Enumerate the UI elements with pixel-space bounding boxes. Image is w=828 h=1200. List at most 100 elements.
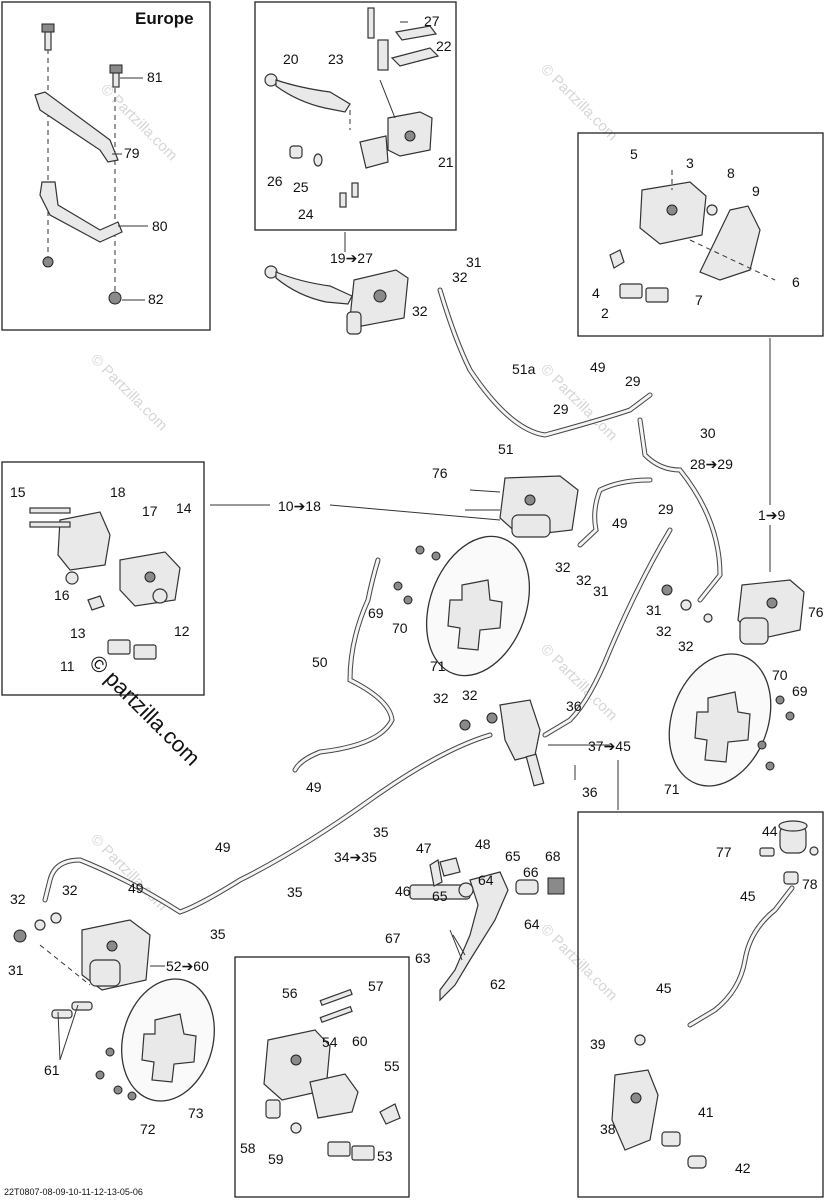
callout-9: 9 <box>752 183 760 199</box>
callout-73: 73 <box>188 1105 204 1121</box>
callout-48: 48 <box>475 836 491 852</box>
callout-37-45: 37➔45 <box>588 738 631 754</box>
front-right-brake-disc <box>668 653 795 787</box>
callout-81: 81 <box>147 69 163 85</box>
footer-code: 22T0807-08-09-10-11-12-13-05-06 <box>4 1187 143 1197</box>
callout-16: 16 <box>54 587 70 603</box>
front-left-caliper-assembled <box>465 475 579 538</box>
front-left-caliper-detail-parts <box>29 507 181 660</box>
callout-28-29: 28➔29 <box>690 456 733 472</box>
callout-23: 23 <box>328 51 344 67</box>
callout-45: 45 <box>656 980 672 996</box>
rear-brake-disc <box>51 978 215 1102</box>
region-title: Europe <box>135 9 194 28</box>
callout-31: 31 <box>593 583 609 599</box>
front-right-caliper-detail-box <box>577 132 824 337</box>
callout-58: 58 <box>240 1140 256 1156</box>
callout-32: 32 <box>10 891 26 907</box>
callout-19-27: 19➔27 <box>330 250 373 266</box>
callout-49: 49 <box>612 515 628 531</box>
callout-32: 32 <box>555 559 571 575</box>
callout-27: 27 <box>424 13 440 29</box>
front-right-caliper-detail-parts <box>609 170 776 303</box>
callout-5: 5 <box>630 146 638 162</box>
callout-52-60: 52➔60 <box>166 958 209 974</box>
callout-26: 26 <box>267 173 283 189</box>
callout-14: 14 <box>176 500 192 516</box>
callout-53: 53 <box>377 1148 393 1164</box>
callout-79: 79 <box>124 145 140 161</box>
callout-49: 49 <box>590 359 606 375</box>
callout-45: 45 <box>740 888 756 904</box>
callout-46: 46 <box>395 883 411 899</box>
callout-31: 31 <box>466 254 482 270</box>
callout-6: 6 <box>792 274 800 290</box>
callout-8: 8 <box>727 165 735 181</box>
callout-35: 35 <box>373 824 389 840</box>
rear-caliper-assembly <box>13 912 151 991</box>
callout-29: 29 <box>553 401 569 417</box>
callout-34-35: 34➔35 <box>334 849 377 865</box>
callout-32: 32 <box>62 882 78 898</box>
callout-32: 32 <box>433 690 449 706</box>
callout-68: 68 <box>545 848 561 864</box>
callout-76: 76 <box>808 604 824 620</box>
callout-63: 63 <box>415 950 431 966</box>
callout-2: 2 <box>601 305 609 321</box>
front-left-caliper-detail-box <box>1 461 205 696</box>
callout-39: 39 <box>590 1036 606 1052</box>
callout-71: 71 <box>430 658 446 674</box>
callout-25: 25 <box>293 179 309 195</box>
callout-32: 32 <box>576 572 592 588</box>
callout-71: 71 <box>664 781 680 797</box>
callout-65: 65 <box>505 848 521 864</box>
callout-76: 76 <box>432 465 448 481</box>
europe-bracket-parts <box>34 23 148 305</box>
brake-pedal-assembly <box>409 857 565 1002</box>
callout-55: 55 <box>384 1058 400 1074</box>
callout-60: 60 <box>352 1033 368 1049</box>
callout-32: 32 <box>656 623 672 639</box>
callout-61: 61 <box>44 1062 60 1078</box>
master-cylinder-detail-box <box>254 1 457 231</box>
rear-master-cylinder-parts <box>611 820 819 1169</box>
callout-13: 13 <box>70 625 86 641</box>
callout-49: 49 <box>306 779 322 795</box>
brake-distribution-block <box>459 699 610 787</box>
callout-32: 32 <box>678 638 694 654</box>
master-cylinder-parts <box>264 7 440 208</box>
callout-70: 70 <box>772 667 788 683</box>
callout-51: 51 <box>498 441 514 457</box>
callout-36: 36 <box>566 698 582 714</box>
rear-master-cylinder-detail-box <box>577 811 824 1198</box>
callout-80: 80 <box>152 218 168 234</box>
callout-4: 4 <box>592 285 600 301</box>
callout-10-18: 10➔18 <box>278 498 321 514</box>
callout-38: 38 <box>600 1121 616 1137</box>
callout-69: 69 <box>792 683 808 699</box>
callout-32: 32 <box>452 269 468 285</box>
watermark-text: © Partzilla.com <box>87 831 170 914</box>
callout-35: 35 <box>210 926 226 942</box>
watermark-text: © Partzilla.com <box>537 921 620 1004</box>
callout-17: 17 <box>142 503 158 519</box>
callout-31: 31 <box>8 962 24 978</box>
callout-22: 22 <box>436 38 452 54</box>
callout-35: 35 <box>287 884 303 900</box>
callout-59: 59 <box>268 1151 284 1167</box>
callout-32: 32 <box>462 687 478 703</box>
callout-41: 41 <box>698 1104 714 1120</box>
callout-77: 77 <box>716 844 732 860</box>
callout-62: 62 <box>490 976 506 992</box>
rear-caliper-detail-parts <box>263 988 401 1161</box>
callout-24: 24 <box>298 206 314 222</box>
front-left-brake-disc <box>393 535 531 677</box>
front-master-cylinder-assembly <box>264 238 409 335</box>
watermark-text: © Partzilla.com <box>87 351 170 434</box>
callout-32: 32 <box>412 303 428 319</box>
leader-lines <box>57 232 771 1061</box>
callout-49: 49 <box>128 880 144 896</box>
callout-21: 21 <box>438 154 454 170</box>
